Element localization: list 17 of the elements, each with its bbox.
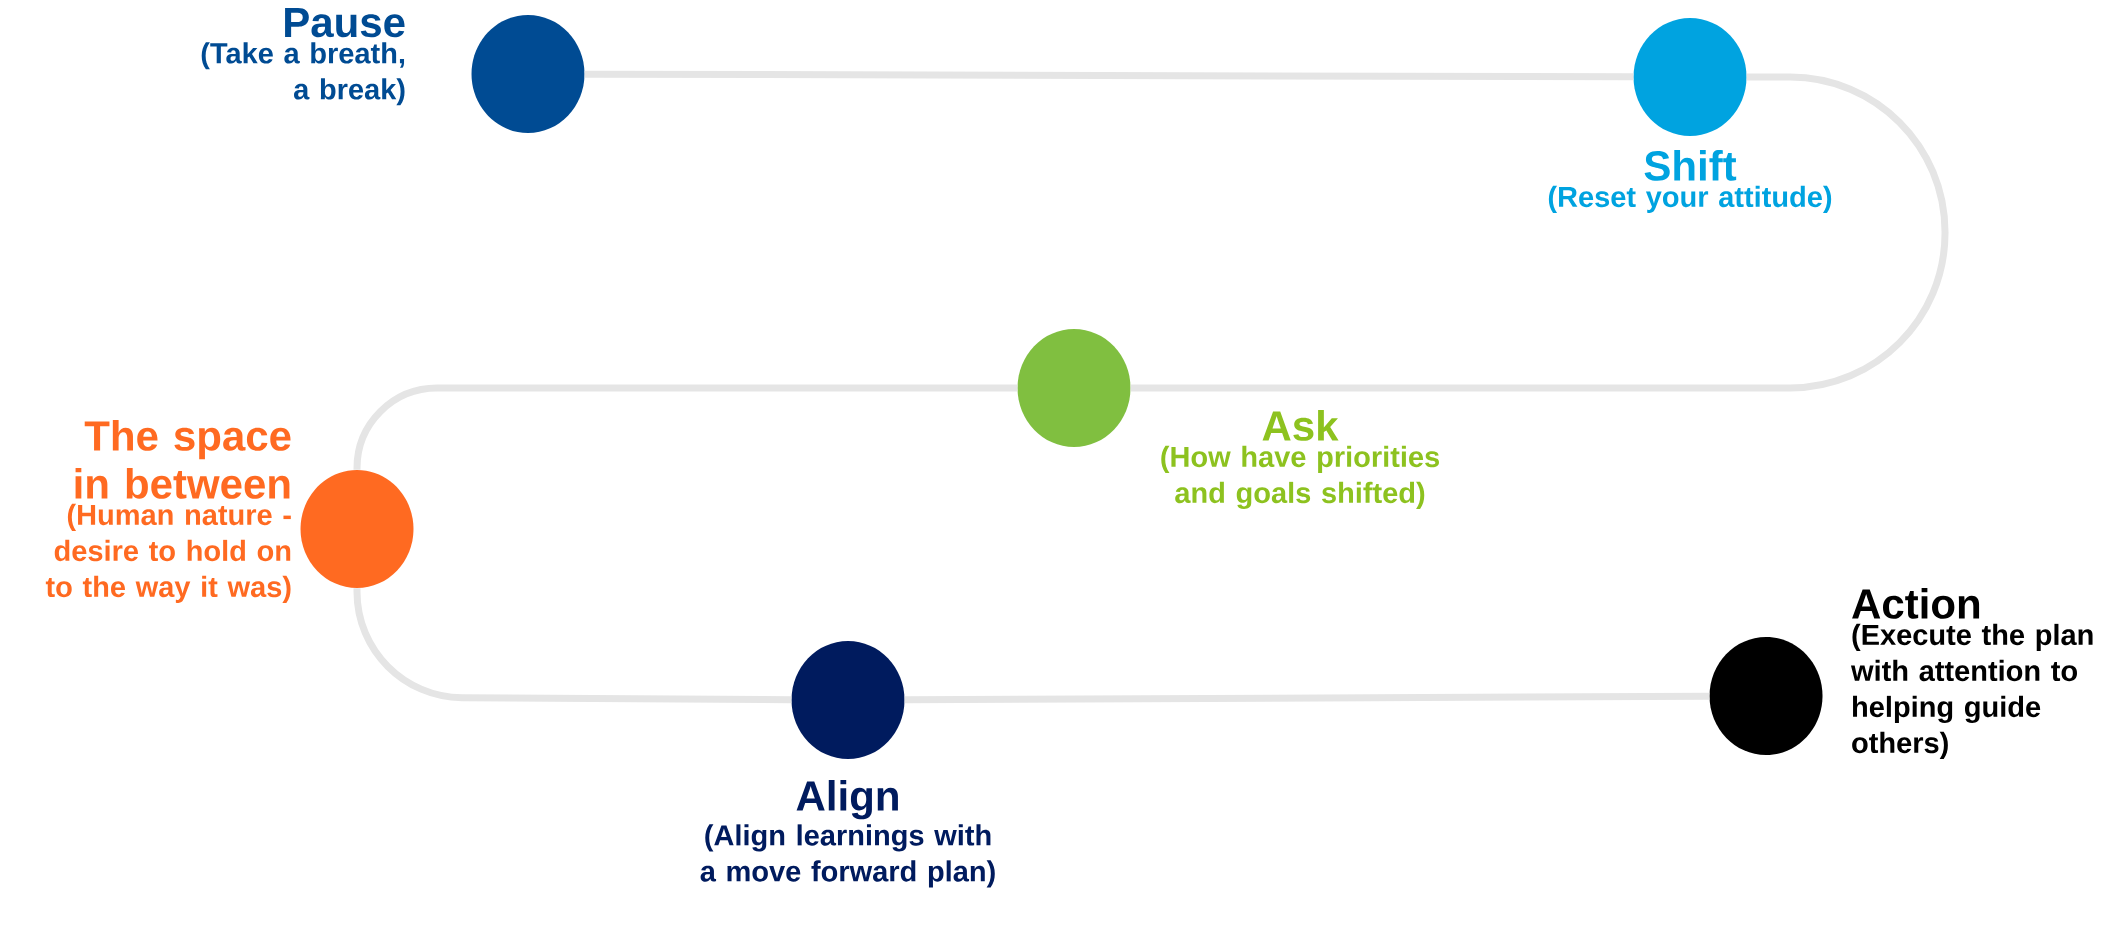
track-line xyxy=(1130,73,1949,392)
step-description: (Reset your attitude) xyxy=(1548,185,1832,213)
step-description: (Take a breath, a break) xyxy=(201,42,405,106)
step-description: (Execute the plan with attention to helping guide others) xyxy=(1850,623,2093,759)
track-line xyxy=(353,588,792,704)
step-heading: Ask xyxy=(1262,410,1339,441)
step-description: (Human nature - desire to hold on to the way it was) xyxy=(45,503,291,603)
track-line xyxy=(353,384,1018,472)
step-description: (How have priorities and goals shifted) xyxy=(1161,445,1439,509)
step-heading: Pause xyxy=(285,8,405,38)
step-heading: Shift xyxy=(1644,150,1737,181)
track-line xyxy=(904,692,1710,704)
step-heading: Align xyxy=(796,780,898,820)
step-heading: Action xyxy=(1852,588,1980,619)
track-line xyxy=(584,70,1634,81)
step-heading: The space in between xyxy=(75,420,291,499)
step-description: (Align learnings with a move forward plan) xyxy=(700,824,995,888)
